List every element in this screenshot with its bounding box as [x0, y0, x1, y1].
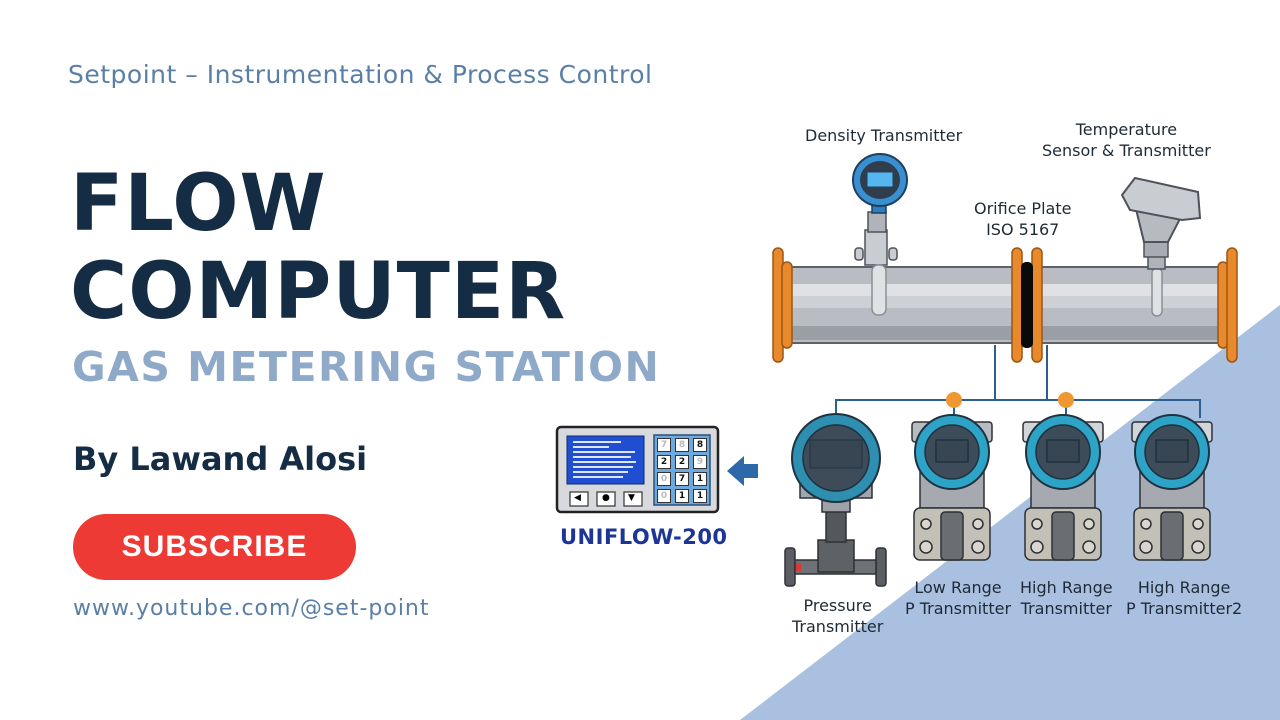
channel-tagline: Setpoint – Instrumentation & Process Con…: [68, 60, 653, 89]
page-subtitle: GAS METERING STATION: [72, 343, 661, 391]
temperature-sensor-icon: [1120, 176, 1202, 317]
temperature-label-line-1: Temperature: [1075, 120, 1178, 139]
low-range-transmitter-label: Low Range P Transmitter: [905, 577, 1011, 619]
high-range-2-label-line-1: High Range: [1137, 578, 1231, 597]
orifice-label-line-1: Orifice Plate: [974, 199, 1072, 218]
author-name: By Lawand Alosi: [73, 440, 368, 478]
key: 1: [693, 472, 707, 486]
high-range-dp-transmitter-2-icon: [1131, 414, 1213, 561]
key: 7: [657, 438, 671, 452]
key: 2: [657, 455, 671, 469]
pressure-label-line-2: Transmitter: [792, 617, 884, 636]
orifice-plate-label: Orifice Plate ISO 5167: [974, 198, 1071, 240]
subscribe-button[interactable]: SUBSCRIBE: [73, 514, 356, 580]
flange-left-icon: [772, 247, 793, 363]
key: 1: [693, 489, 707, 503]
pressure-transmitter-label: Pressure Transmitter: [792, 595, 883, 637]
nav-down-icon: ▼: [628, 493, 635, 503]
temperature-label-line-2: Sensor & Transmitter: [1042, 141, 1211, 160]
pressure-label-line-1: Pressure: [803, 596, 872, 615]
density-transmitter-icon: [852, 153, 908, 316]
junction-dot-2: [1058, 392, 1074, 408]
flange-right-icon: [1217, 247, 1238, 363]
key: 0: [657, 472, 671, 486]
key: 0: [657, 489, 671, 503]
orifice-plate-icon: [1011, 247, 1043, 363]
pipe-icon: [781, 266, 1233, 344]
key: 1: [675, 489, 689, 503]
high-range-dp-transmitter-icon: [1022, 414, 1104, 561]
high-range-2-label-line-2: P Transmitter2: [1126, 599, 1243, 618]
low-range-label-line-2: P Transmitter: [905, 599, 1012, 618]
flow-computer-name: UNIFLOW-200: [560, 525, 728, 549]
key: 2: [675, 455, 689, 469]
low-range-label-line-1: Low Range: [914, 578, 1002, 597]
channel-url-link[interactable]: www.youtube.com/@set-point: [73, 596, 430, 621]
junction-dot-1: [946, 392, 962, 408]
nav-left-icon: ◀: [574, 493, 581, 503]
high-range-transmitter-label: High Range Transmitter: [1020, 577, 1113, 619]
title-line-2: COMPUTER: [70, 247, 567, 337]
title-line-1: FLOW: [70, 159, 327, 249]
density-transmitter-label: Density Transmitter: [805, 126, 963, 145]
high-range-label-line-1: High Range: [1020, 578, 1113, 597]
key: 9: [693, 455, 707, 469]
high-range-label-line-2: Transmitter: [1020, 599, 1112, 618]
orifice-label-line-2: ISO 5167: [986, 220, 1060, 239]
pressure-transmitter-icon: [784, 413, 887, 587]
page-title: FLOW COMPUTER: [70, 160, 566, 336]
nav-center-icon: ●: [602, 493, 610, 503]
high-range-transmitter-2-label: High Range P Transmitter2: [1126, 577, 1242, 619]
key: 7: [675, 472, 689, 486]
flow-computer-keypad: 7 8 8 2 2 9 0 7 1 0 1 1: [657, 438, 709, 503]
key: 8: [693, 438, 707, 452]
low-range-dp-transmitter-icon: [911, 414, 993, 561]
key: 8: [675, 438, 689, 452]
temperature-sensor-label: Temperature Sensor & Transmitter: [1042, 119, 1211, 161]
arrow-left-icon: [727, 456, 758, 486]
